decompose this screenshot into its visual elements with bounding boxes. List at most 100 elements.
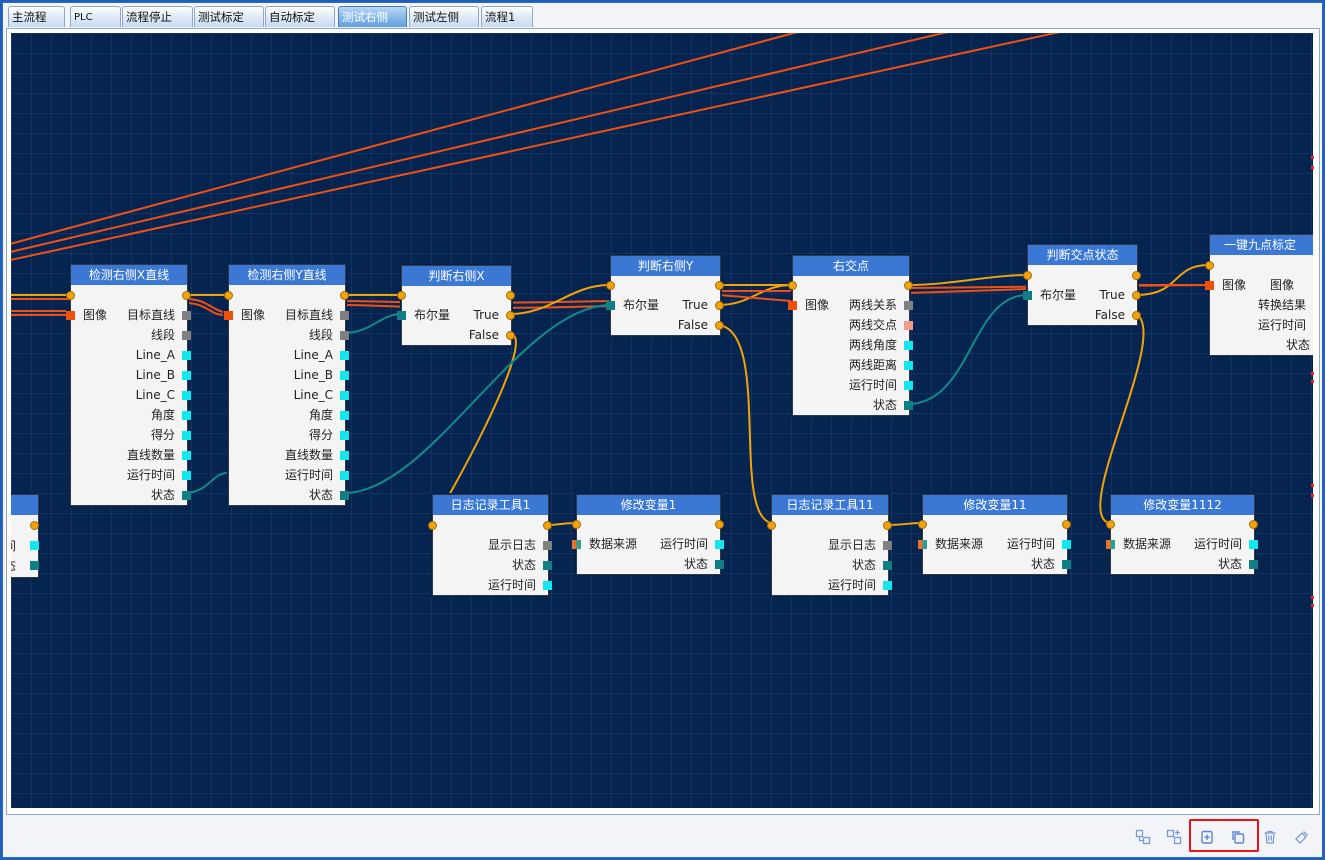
output-port[interactable] xyxy=(904,381,913,390)
output-port[interactable] xyxy=(715,560,724,569)
input-port[interactable] xyxy=(1023,271,1032,280)
output-port[interactable] xyxy=(715,301,724,310)
flow-canvas[interactable]: 间 态 检测右侧X直线 图像 目标直线 线段 Line_A Line_B Lin… xyxy=(11,33,1313,808)
output-port[interactable] xyxy=(506,331,515,340)
output-port[interactable] xyxy=(30,521,39,530)
clear-button[interactable] xyxy=(1291,826,1313,848)
output-port[interactable] xyxy=(1132,271,1141,280)
input-port[interactable] xyxy=(1106,520,1115,529)
output-port[interactable] xyxy=(340,351,349,360)
input-port[interactable] xyxy=(606,281,615,290)
output-port[interactable] xyxy=(1249,560,1258,569)
output-port[interactable] xyxy=(715,540,724,549)
tab-plc[interactable]: PLC xyxy=(70,6,121,27)
output-port[interactable] xyxy=(340,311,349,320)
output-port[interactable] xyxy=(340,331,349,340)
node-nine-point-calibration[interactable]: 一键九点标定 图像 图像 转换结果 运行时间 状态 xyxy=(1205,234,1313,356)
input-port[interactable] xyxy=(788,301,797,310)
output-port[interactable] xyxy=(1062,560,1071,569)
output-port[interactable] xyxy=(340,411,349,420)
output-port[interactable] xyxy=(904,401,913,410)
node-modify-var-1[interactable]: 修改变量1 数据来源 运行时间 状态 xyxy=(572,494,724,575)
tab-test-left[interactable]: 测试左侧 xyxy=(409,6,479,27)
output-port[interactable] xyxy=(340,431,349,440)
input-port[interactable] xyxy=(1205,281,1214,290)
output-port[interactable] xyxy=(340,491,349,500)
output-port[interactable] xyxy=(182,371,191,380)
output-port[interactable] xyxy=(340,471,349,480)
output-port[interactable] xyxy=(543,541,552,550)
output-port[interactable] xyxy=(883,541,892,550)
node-right-intersection[interactable]: 右交点 图像 两线关系 两线交点 两线角度 两线距离 运行时间 状态 xyxy=(788,255,913,416)
output-port[interactable] xyxy=(904,361,913,370)
output-port[interactable] xyxy=(1062,520,1071,529)
output-port[interactable] xyxy=(715,520,724,529)
node-log-tool-1[interactable]: 日志记录工具1 显示日志 状态 运行时间 xyxy=(428,494,552,596)
tab-auto-calibration[interactable]: 自动标定 xyxy=(265,6,335,27)
output-port[interactable] xyxy=(506,291,515,300)
output-port[interactable] xyxy=(182,471,191,480)
output-port[interactable] xyxy=(182,391,191,400)
input-port[interactable] xyxy=(1023,291,1032,300)
output-port[interactable] xyxy=(904,281,913,290)
tab-flow-1[interactable]: 流程1 xyxy=(481,6,533,27)
node-partial-left[interactable]: 间 态 xyxy=(11,494,39,578)
delete-button[interactable] xyxy=(1259,826,1281,848)
output-port[interactable] xyxy=(543,521,552,530)
output-port[interactable] xyxy=(340,391,349,400)
node-modify-var-11[interactable]: 修改变量11 数据来源 运行时间 状态 xyxy=(918,494,1071,575)
output-port[interactable] xyxy=(1249,520,1258,529)
tab-main-flow[interactable]: 主流程 xyxy=(8,6,65,27)
input-port[interactable] xyxy=(224,291,233,300)
input-port[interactable] xyxy=(428,521,437,530)
output-port[interactable] xyxy=(182,451,191,460)
output-port[interactable] xyxy=(1249,540,1258,549)
tab-test-right[interactable]: 测试右侧 xyxy=(338,6,407,27)
node-detect-x-line[interactable]: 检测右侧X直线 图像 目标直线 线段 Line_A Line_B Line_C … xyxy=(66,264,191,506)
output-port[interactable] xyxy=(182,431,191,440)
node-modify-var-1112[interactable]: 修改变量1112 数据来源 运行时间 状态 xyxy=(1106,494,1258,575)
group-button[interactable] xyxy=(1132,826,1154,848)
output-port[interactable] xyxy=(30,561,39,570)
input-port[interactable] xyxy=(572,540,581,549)
output-port[interactable] xyxy=(182,291,191,300)
input-port[interactable] xyxy=(788,281,797,290)
output-port[interactable] xyxy=(182,411,191,420)
output-port[interactable] xyxy=(182,491,191,500)
paste-button[interactable] xyxy=(1196,826,1218,848)
node-log-tool-11[interactable]: 日志记录工具11 显示日志 状态 运行时间 xyxy=(767,494,892,596)
output-port[interactable] xyxy=(182,351,191,360)
output-port[interactable] xyxy=(715,321,724,330)
output-port[interactable] xyxy=(340,451,349,460)
tab-flow-stop[interactable]: 流程停止 xyxy=(122,6,193,27)
output-port[interactable] xyxy=(883,581,892,590)
node-judge-right-y[interactable]: 判断右侧Y 布尔量 True False xyxy=(606,255,724,336)
input-port[interactable] xyxy=(606,301,615,310)
input-port[interactable] xyxy=(572,520,581,529)
output-port[interactable] xyxy=(182,311,191,320)
output-port[interactable] xyxy=(883,561,892,570)
output-port[interactable] xyxy=(1132,311,1141,320)
output-port[interactable] xyxy=(883,521,892,530)
ungroup-button[interactable] xyxy=(1163,826,1185,848)
node-detect-y-line[interactable]: 检测右侧Y直线 图像 目标直线 线段 Line_A Line_B Line_C … xyxy=(224,264,349,506)
input-port[interactable] xyxy=(397,291,406,300)
output-port[interactable] xyxy=(904,301,913,310)
output-port[interactable] xyxy=(1132,291,1141,300)
node-judge-intersection-state[interactable]: 判断交点状态 布尔量 True False xyxy=(1023,244,1141,326)
input-port[interactable] xyxy=(1205,261,1214,270)
output-port[interactable] xyxy=(1062,540,1071,549)
output-port[interactable] xyxy=(506,311,515,320)
tab-test-calibration[interactable]: 测试标定 xyxy=(194,6,264,27)
input-port[interactable] xyxy=(918,520,927,529)
output-port[interactable] xyxy=(904,341,913,350)
output-port[interactable] xyxy=(715,281,724,290)
output-port[interactable] xyxy=(340,291,349,300)
node-judge-right-x[interactable]: 判断右侧X 布尔量 True False xyxy=(397,265,515,346)
output-port[interactable] xyxy=(340,371,349,380)
output-port[interactable] xyxy=(182,331,191,340)
input-port[interactable] xyxy=(66,311,75,320)
input-port[interactable] xyxy=(397,311,406,320)
input-port[interactable] xyxy=(918,540,927,549)
input-port[interactable] xyxy=(1106,540,1115,549)
